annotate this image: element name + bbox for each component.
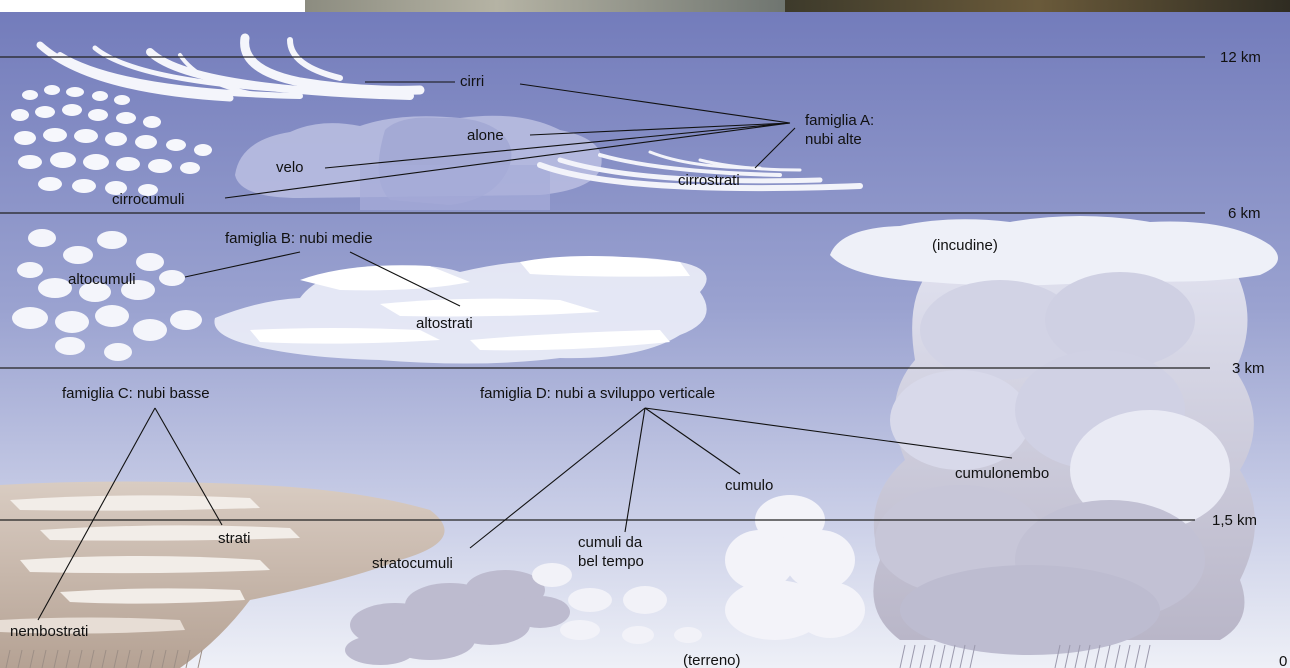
label-cirri: cirri xyxy=(460,73,484,90)
label-family-d: famiglia D: nubi a sviluppo verticale xyxy=(480,385,715,402)
altitude-label-3km: 3 km xyxy=(1232,360,1265,377)
label-velo: velo xyxy=(276,159,304,176)
label-strati: strati xyxy=(218,530,251,547)
label-family-b: famiglia B: nubi medie xyxy=(225,230,373,247)
altitude-label-1-5km: 1,5 km xyxy=(1212,512,1257,529)
label-altocumuli: altocumuli xyxy=(68,271,136,288)
label-cumulonembo: cumulonembo xyxy=(955,465,1049,482)
label-cirrocumuli: cirrocumuli xyxy=(112,191,185,208)
label-terreno: (terreno) xyxy=(683,652,741,668)
label-incudine: (incudine) xyxy=(932,237,998,254)
label-nembostrati: nembostrati xyxy=(10,623,88,640)
label-cirrostrati: cirrostrati xyxy=(678,172,740,189)
label-cumuli-line2: bel tempo xyxy=(578,553,644,570)
label-family-a: famiglia A: xyxy=(805,112,874,129)
label-cumuli-line1: cumuli da xyxy=(578,534,643,551)
label-stratocumuli: stratocumuli xyxy=(372,555,453,572)
label-family-a-sub: nubi alte xyxy=(805,131,862,148)
label-family-c: famiglia C: nubi basse xyxy=(62,385,210,402)
altitude-label-0: 0 xyxy=(1279,653,1287,668)
label-alone: alone xyxy=(467,127,504,144)
label-cumulo: cumulo xyxy=(725,477,773,494)
altitude-label-12km: 12 km xyxy=(1220,49,1261,66)
label-altostrati: altostrati xyxy=(416,315,473,332)
altitude-label-6km: 6 km xyxy=(1228,205,1261,222)
